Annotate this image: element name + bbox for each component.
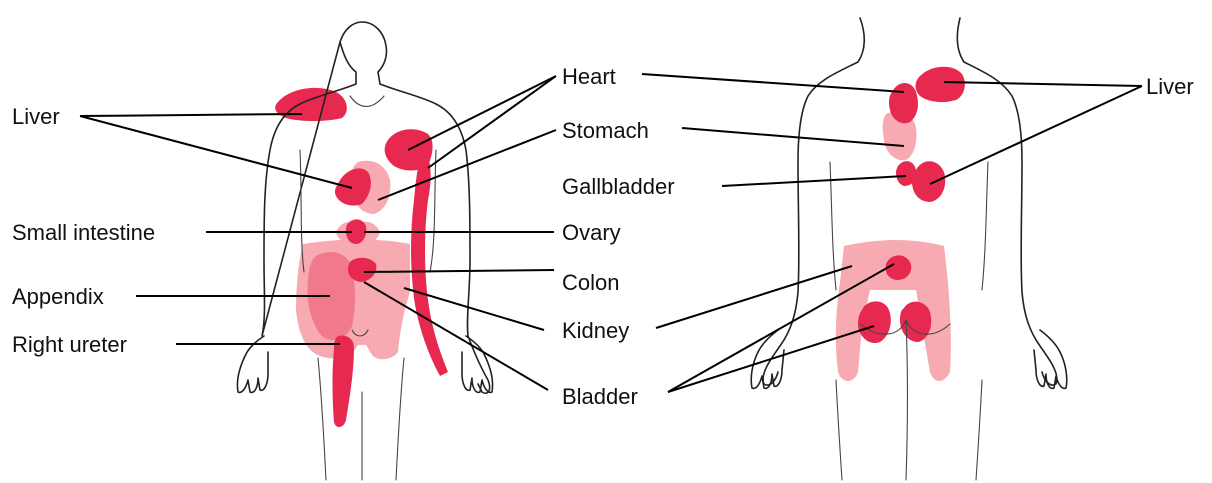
label-appendix: Appendix	[12, 284, 104, 309]
leader-liver-front-1	[80, 114, 302, 116]
back-figure	[751, 18, 1067, 480]
back-heart-area	[889, 83, 918, 123]
leader-stomach-back	[682, 128, 904, 146]
label-kidney: Kidney	[562, 318, 629, 343]
front-ureter-strip	[333, 336, 355, 428]
label-small-intestine: Small intestine	[12, 220, 155, 245]
back-right-hand	[1034, 330, 1067, 388]
leader-gallbladder	[722, 176, 906, 186]
back-liver-shoulder-area	[916, 67, 965, 102]
leader-kidney-back	[656, 266, 852, 328]
label-heart: Heart	[562, 64, 616, 89]
label-colon: Colon	[562, 270, 619, 295]
leader-heart-back	[642, 74, 904, 92]
label-liver-back: Liver	[1146, 74, 1194, 99]
label-bladder: Bladder	[562, 384, 638, 409]
label-right-ureter: Right ureter	[12, 332, 127, 357]
leader-liver-back-1	[944, 82, 1142, 86]
back-liver-lower-area	[912, 161, 945, 202]
label-stomach: Stomach	[562, 118, 649, 143]
label-gallbladder: Gallbladder	[562, 174, 675, 199]
front-figure	[237, 22, 492, 480]
label-liver-front: Liver	[12, 104, 60, 129]
front-liver-shoulder-area	[275, 88, 347, 121]
label-ovary: Ovary	[562, 220, 621, 245]
leader-liver-back-2	[930, 86, 1142, 184]
